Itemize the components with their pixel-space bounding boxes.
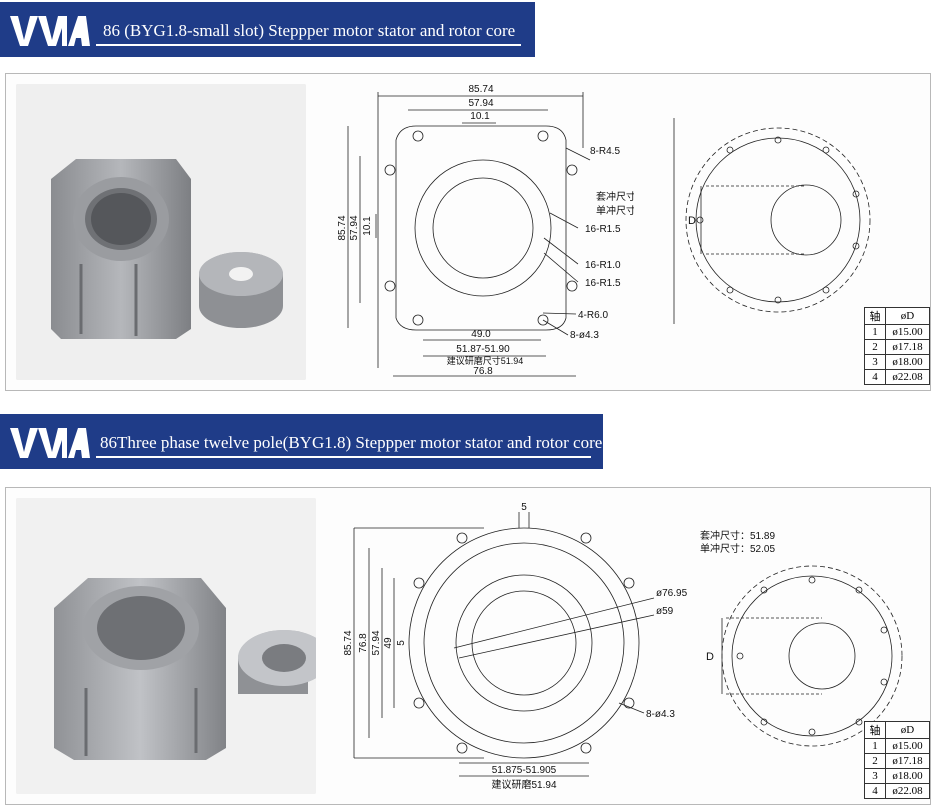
dim-radius-4: 4-R6.0 bbox=[578, 310, 608, 321]
dim-bottom-1: 49.0 bbox=[471, 329, 491, 340]
dim-radius-2: 16-R1.0 bbox=[585, 260, 621, 271]
section-2-panel: 5 ø76.95 ø59 85.74 76.8 57.94 49 5 8-ø4.… bbox=[5, 487, 931, 805]
table-head-diameter: øD bbox=[885, 721, 930, 739]
dim-bottom-2: 51.87-51.90 bbox=[456, 344, 510, 355]
punch-size-notes: 套冲尺寸：51.89 单冲尺寸：52.05 bbox=[700, 530, 775, 556]
rotor-d-label: D bbox=[706, 651, 714, 663]
dim-radius-1: 16-R1.5 bbox=[585, 224, 621, 235]
dim-height-3: 57.94 bbox=[371, 630, 382, 655]
punch-size-single: 单冲尺寸：52.05 bbox=[596, 204, 634, 217]
dim-slot-height: 10.1 bbox=[362, 216, 373, 236]
section-2-title-underline bbox=[96, 456, 591, 458]
section-1-title-underline bbox=[96, 44, 521, 46]
dim-top-slot: 5 bbox=[521, 502, 527, 513]
table-head-axis: 轴 bbox=[863, 307, 887, 325]
rotor-drawing-2: D bbox=[706, 565, 903, 747]
rotor-d-label: D bbox=[688, 215, 696, 227]
dim-diameter-inner: ø59 bbox=[656, 606, 674, 617]
company-logo-icon bbox=[10, 428, 90, 458]
company-logo-icon bbox=[10, 16, 90, 46]
dim-height-outer: 85.74 bbox=[338, 215, 348, 240]
dim-corner-radius: 8-R4.5 bbox=[590, 146, 620, 157]
dim-height-5: 5 bbox=[396, 640, 407, 646]
dim-width-inner: 57.94 bbox=[468, 98, 493, 109]
dim-width-outer: 85.74 bbox=[468, 84, 493, 95]
punch-size-single: 单冲尺寸：52.05 bbox=[700, 544, 776, 555]
section-1-panel: 85.74 57.94 10.1 85.74 57.94 10.1 8-R4.5… bbox=[5, 73, 931, 391]
stator-drawing-2: 5 ø76.95 ø59 85.74 76.8 57.94 49 5 8-ø4.… bbox=[344, 502, 688, 791]
dim-bottom-1: 51.875-51.905 bbox=[492, 765, 557, 776]
dim-diameter-outer: ø76.95 bbox=[656, 588, 688, 599]
dim-radius-3: 16-R1.5 bbox=[585, 278, 621, 289]
dim-hole: 8-ø4.3 bbox=[570, 330, 599, 341]
stator-rotor-photo-1 bbox=[16, 84, 306, 380]
dim-height-2: 76.8 bbox=[358, 633, 369, 653]
dim-slot-width: 10.1 bbox=[470, 111, 490, 122]
table-head-axis: 轴 bbox=[863, 721, 887, 739]
dim-height-outer: 85.74 bbox=[344, 630, 354, 655]
rotor-drawing-1: D bbox=[673, 118, 871, 324]
section-2-banner: 86Three phase twelve pole(BYG1.8) Steppp… bbox=[0, 414, 603, 469]
punch-size-set: 套冲尺寸：51.89 bbox=[596, 190, 634, 203]
table-head-diameter: øD bbox=[885, 307, 930, 325]
section-1-title: 86 (BYG1.8-small slot) Steppper motor st… bbox=[103, 21, 516, 40]
section-1-banner: 86 (BYG1.8-small slot) Steppper motor st… bbox=[0, 2, 535, 57]
stator-rotor-photo-2 bbox=[16, 498, 316, 794]
dim-grinding-size: 建议研磨51.94 bbox=[491, 778, 556, 791]
dim-hole: 8-ø4.3 bbox=[646, 709, 675, 720]
section-2-title: 86Three phase twelve pole(BYG1.8) Steppp… bbox=[100, 433, 603, 452]
dim-height-4: 49 bbox=[383, 637, 394, 649]
punch-size-set: 套冲尺寸：51.89 bbox=[700, 531, 776, 542]
dim-bottom-total: 76.8 bbox=[473, 366, 493, 377]
dim-grinding-size: 建议研磨尺寸51.94 bbox=[447, 355, 524, 366]
dim-height-inner: 57.94 bbox=[349, 215, 360, 240]
stator-drawing-1: 85.74 57.94 10.1 85.74 57.94 10.1 8-R4.5… bbox=[338, 84, 634, 377]
